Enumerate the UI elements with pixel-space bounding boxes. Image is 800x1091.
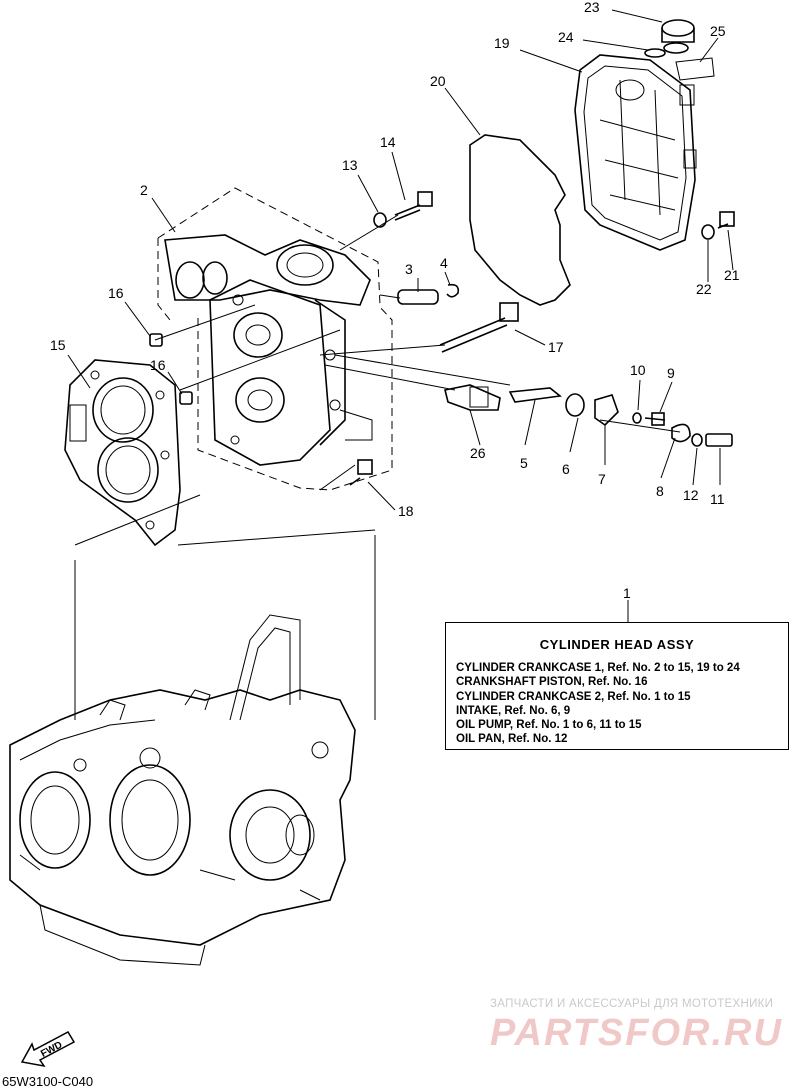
- callout-22: 22: [696, 281, 712, 297]
- filler-cap-drawing: [644, 19, 715, 81]
- cover-gasket-drawing: [469, 134, 571, 306]
- cylinder-head-drawing: [157, 187, 393, 491]
- assembly-reference-list: CYLINDER CRANKCASE 1, Ref. No. 2 to 15, …: [456, 661, 740, 747]
- callout-3: 3: [405, 261, 413, 277]
- callout-19: 19: [494, 35, 510, 51]
- callout-16-lower: 16: [150, 357, 166, 373]
- callout-17: 17: [548, 339, 564, 355]
- callout-leaders: [67, 9, 734, 622]
- callout-24: 24: [558, 29, 574, 45]
- watermark-tagline: ЗАПЧАСТИ И АКСЕССУАРЫ ДЛЯ МОТОТЕХНИКИ: [490, 998, 774, 1010]
- callout-10: 10: [630, 362, 646, 378]
- callout-1: 1: [623, 585, 631, 601]
- fwd-label: FWD: [39, 1040, 64, 1060]
- assembly-lines: [74, 214, 681, 720]
- callout-5: 5: [520, 455, 528, 471]
- reference-line: INTAKE, Ref. No. 6, 9: [456, 704, 571, 717]
- small-parts-drawing: [349, 191, 735, 486]
- callout-11: 11: [710, 491, 725, 507]
- callout-4: 4: [440, 255, 448, 271]
- callout-6: 6: [562, 461, 570, 477]
- callout-12: 12: [683, 487, 699, 503]
- reference-line: OIL PUMP, Ref. No. 1 to 6, 11 to 15: [456, 719, 642, 732]
- drawing-code: 65W3100-C040: [2, 1074, 94, 1089]
- reference-line: CYLINDER CRANKCASE 1, Ref. No. 2 to 15, …: [456, 662, 740, 674]
- callout-16-upper: 16: [108, 285, 124, 301]
- assembly-info-box: CYLINDER HEAD ASSY CYLINDER CRANKCASE 1,…: [445, 622, 789, 750]
- callout-15: 15: [50, 337, 66, 353]
- forward-arrow-icon: FWD: [20, 1031, 76, 1068]
- callout-2: 2: [140, 182, 148, 198]
- watermark-logo: PARTSFOR.RU: [490, 1012, 783, 1054]
- callout-8: 8: [656, 483, 664, 499]
- callout-13: 13: [342, 157, 358, 173]
- reference-line: CYLINDER CRANKCASE 2, Ref. No. 1 to 15: [456, 690, 691, 703]
- callout-numbers: 1 2 3 4 5 6 7 8 9 10 11 12 13 14 15 16 1…: [50, 0, 740, 601]
- cylinder-block-drawing: [9, 614, 356, 966]
- reference-line: OIL PAN, Ref. No. 12: [456, 733, 568, 746]
- callout-23: 23: [584, 0, 600, 15]
- head-cover-drawing: [574, 54, 697, 251]
- callout-7: 7: [598, 471, 606, 487]
- callout-21: 21: [724, 267, 740, 283]
- callout-9: 9: [667, 365, 675, 381]
- callout-20: 20: [430, 73, 446, 89]
- callout-14: 14: [380, 134, 396, 150]
- assembly-title: CYLINDER HEAD ASSY: [539, 637, 695, 652]
- callout-25: 25: [710, 23, 726, 39]
- callout-26: 26: [470, 445, 486, 461]
- callout-18: 18: [398, 503, 414, 519]
- reference-line: CRANKSHAFT PISTON, Ref. No. 16: [456, 676, 648, 689]
- head-gasket-drawing: [64, 359, 181, 547]
- dowel-pins-drawing: [149, 333, 193, 405]
